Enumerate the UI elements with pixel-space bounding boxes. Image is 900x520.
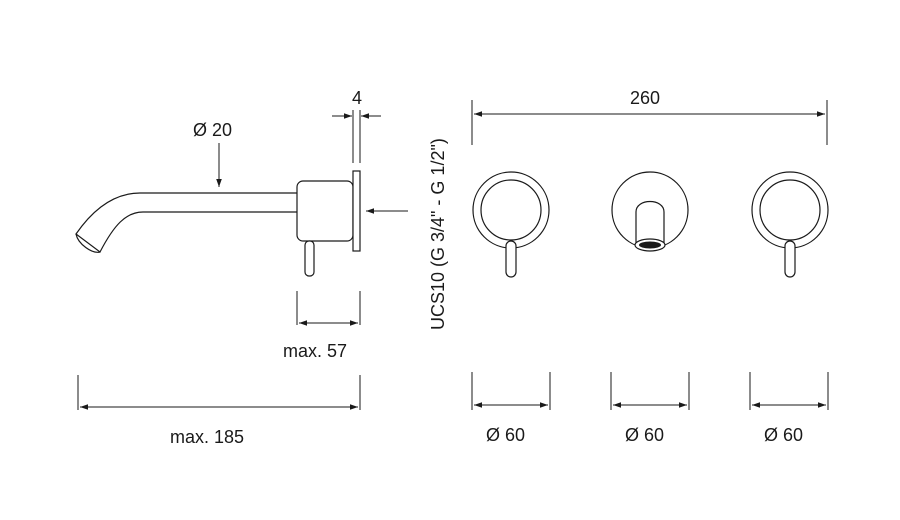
left-mixer [472, 171, 550, 278]
diam-dim-left [471, 372, 551, 410]
spout-diameter-label: Ø 20 [193, 120, 232, 140]
mixer-body [296, 180, 354, 242]
diam-left-label: Ø 60 [486, 425, 525, 445]
max-depth-label: max. 57 [283, 341, 347, 361]
middle-spout [611, 171, 689, 252]
max-length-label: max. 185 [170, 427, 244, 447]
wall-plate [352, 170, 361, 252]
side-view: Ø 20 4 max. 57 max. 185 [75, 88, 408, 447]
diam-dim-middle [610, 372, 690, 410]
diam-right-label: Ø 60 [764, 425, 803, 445]
spout-outline [75, 192, 297, 253]
connection-label: UCS10 (G 3/4" - G 1/2") [428, 138, 448, 330]
right-mixer [751, 171, 829, 278]
lever-handle [304, 240, 315, 277]
diam-dim-right [749, 372, 829, 410]
front-view: 260 Ø 60 [471, 88, 829, 445]
diam-middle-label: Ø 60 [625, 425, 664, 445]
spout-end [75, 233, 101, 253]
plate-thickness-label: 4 [352, 88, 362, 108]
total-width-label: 260 [630, 88, 660, 108]
